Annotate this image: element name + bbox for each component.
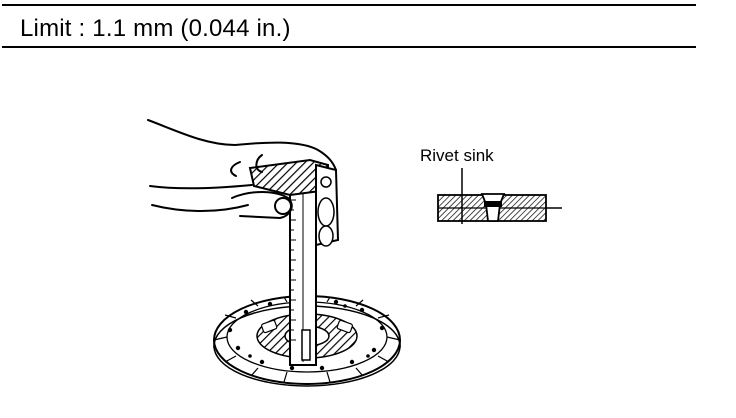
limit-spec-text: Limit : 1.1 mm (0.044 in.) <box>20 15 291 43</box>
vernier-caliper <box>248 158 340 366</box>
hand <box>147 119 337 220</box>
rivet-sink-label: Rivet sink <box>420 146 494 165</box>
limit-spec-box: Limit : 1.1 mm (0.044 in.) <box>2 4 696 48</box>
limit-label: Limit : <box>20 15 86 42</box>
rivet-sink-cross-section <box>437 168 562 224</box>
limit-value: 1.1 mm (0.044 in.) <box>92 15 291 42</box>
